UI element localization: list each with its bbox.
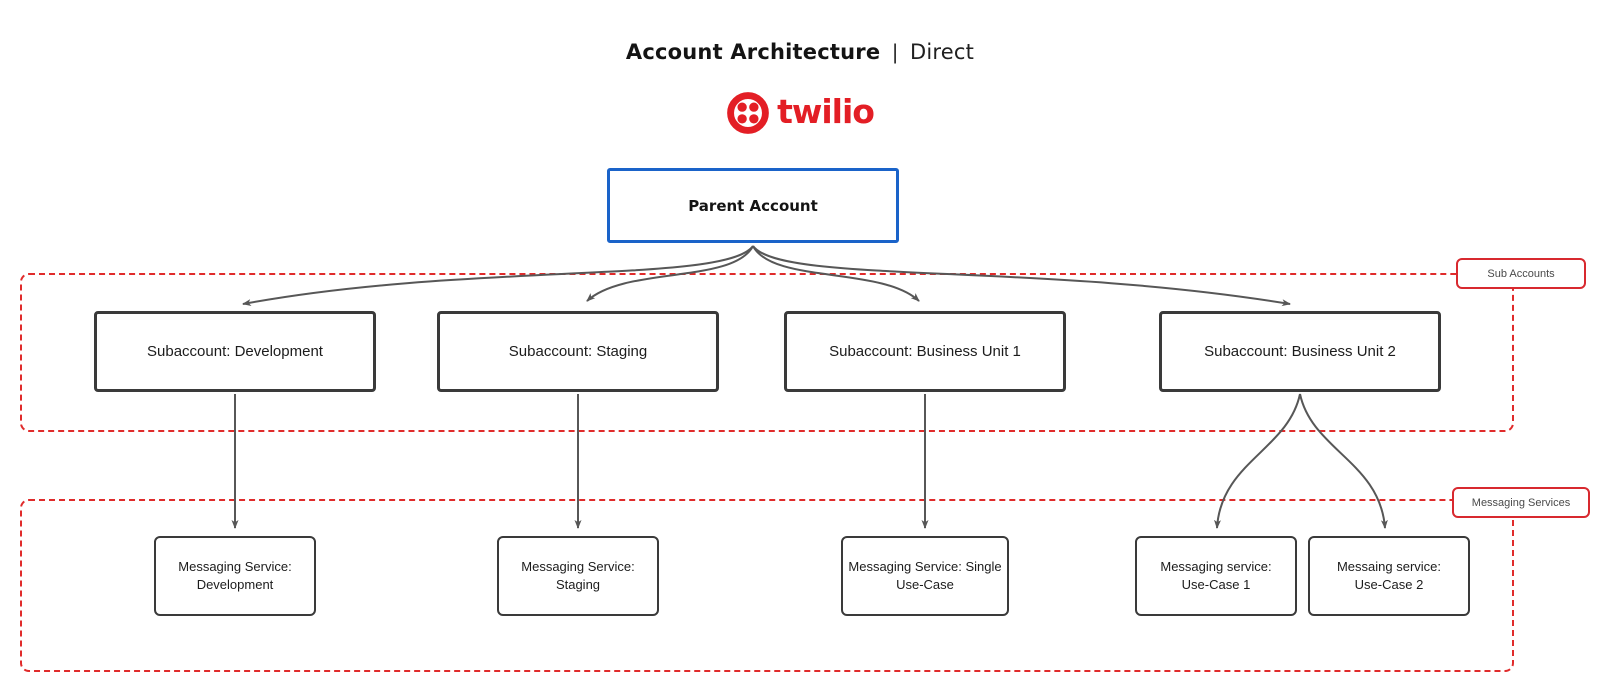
subaccount-business-unit-2-label: Subaccount: Business Unit 2 <box>1204 343 1396 360</box>
page-title: Account Architecture | Direct <box>0 40 1600 65</box>
sub-accounts-region-label: Sub Accounts <box>1456 258 1586 289</box>
edge-bu2-to-usecase2 <box>1299 393 1388 529</box>
edge-parent-to-bu2 <box>752 245 1291 307</box>
edge-parent-to-staging <box>586 245 754 302</box>
edge-parent-to-development <box>242 245 754 306</box>
messaging-service-development-label: Messaging Service: Development <box>178 558 292 592</box>
subaccount-staging-label: Subaccount: Staging <box>508 343 648 360</box>
messaging-service-development-node: Messaging Service: Development <box>154 536 316 616</box>
subaccount-business-unit-1-node: Subaccount: Business Unit 1 <box>784 311 1066 392</box>
messaging-service-staging-label: Messaging Service: Staging <box>521 558 635 592</box>
messaging-service-single-use-case-node: Messaging Service: Single Use-Case <box>841 536 1009 616</box>
messaging-service-use-case-1-node: Messaging service: Use-Case 1 <box>1135 536 1297 616</box>
subaccount-development-label: Subaccount: Development <box>147 343 323 360</box>
sub-accounts-region-label-text: Sub Accounts <box>1487 267 1555 280</box>
sub-accounts-region <box>20 273 1514 432</box>
parent-account-label: Parent Account <box>688 196 818 215</box>
twilio-ring-icon <box>727 92 769 134</box>
messaging-service-use-case-2-label: Messaing service: Use-Case 2 <box>1336 558 1442 592</box>
twilio-logo: twilio <box>0 90 1600 136</box>
messaging-services-region-label-text: Messaging Services <box>1471 496 1571 509</box>
subaccount-staging-node: Subaccount: Staging <box>437 311 719 392</box>
title-separator: | <box>892 41 898 64</box>
subaccount-business-unit-1-label: Subaccount: Business Unit 1 <box>829 343 1021 360</box>
messaging-service-staging-node: Messaging Service: Staging <box>497 536 659 616</box>
title-secondary: Direct <box>910 40 975 64</box>
messaging-services-region-label: Messaging Services <box>1452 487 1590 518</box>
edge-bu2-to-usecase1 <box>1213 393 1301 529</box>
edge-parent-to-bu1 <box>752 245 920 302</box>
messaging-service-use-case-1-label: Messaging service: Use-Case 1 <box>1160 558 1272 592</box>
subaccount-business-unit-2-node: Subaccount: Business Unit 2 <box>1159 311 1441 392</box>
messaging-service-single-use-case-label: Messaging Service: Single Use-Case <box>848 558 1002 592</box>
messaging-services-region <box>20 499 1514 672</box>
messaging-service-use-case-2-node: Messaing service: Use-Case 2 <box>1308 536 1470 616</box>
twilio-wordmark: twilio <box>777 91 875 131</box>
title-primary: Account Architecture <box>625 40 881 64</box>
parent-account-node: Parent Account <box>607 168 899 243</box>
subaccount-development-node: Subaccount: Development <box>94 311 376 392</box>
